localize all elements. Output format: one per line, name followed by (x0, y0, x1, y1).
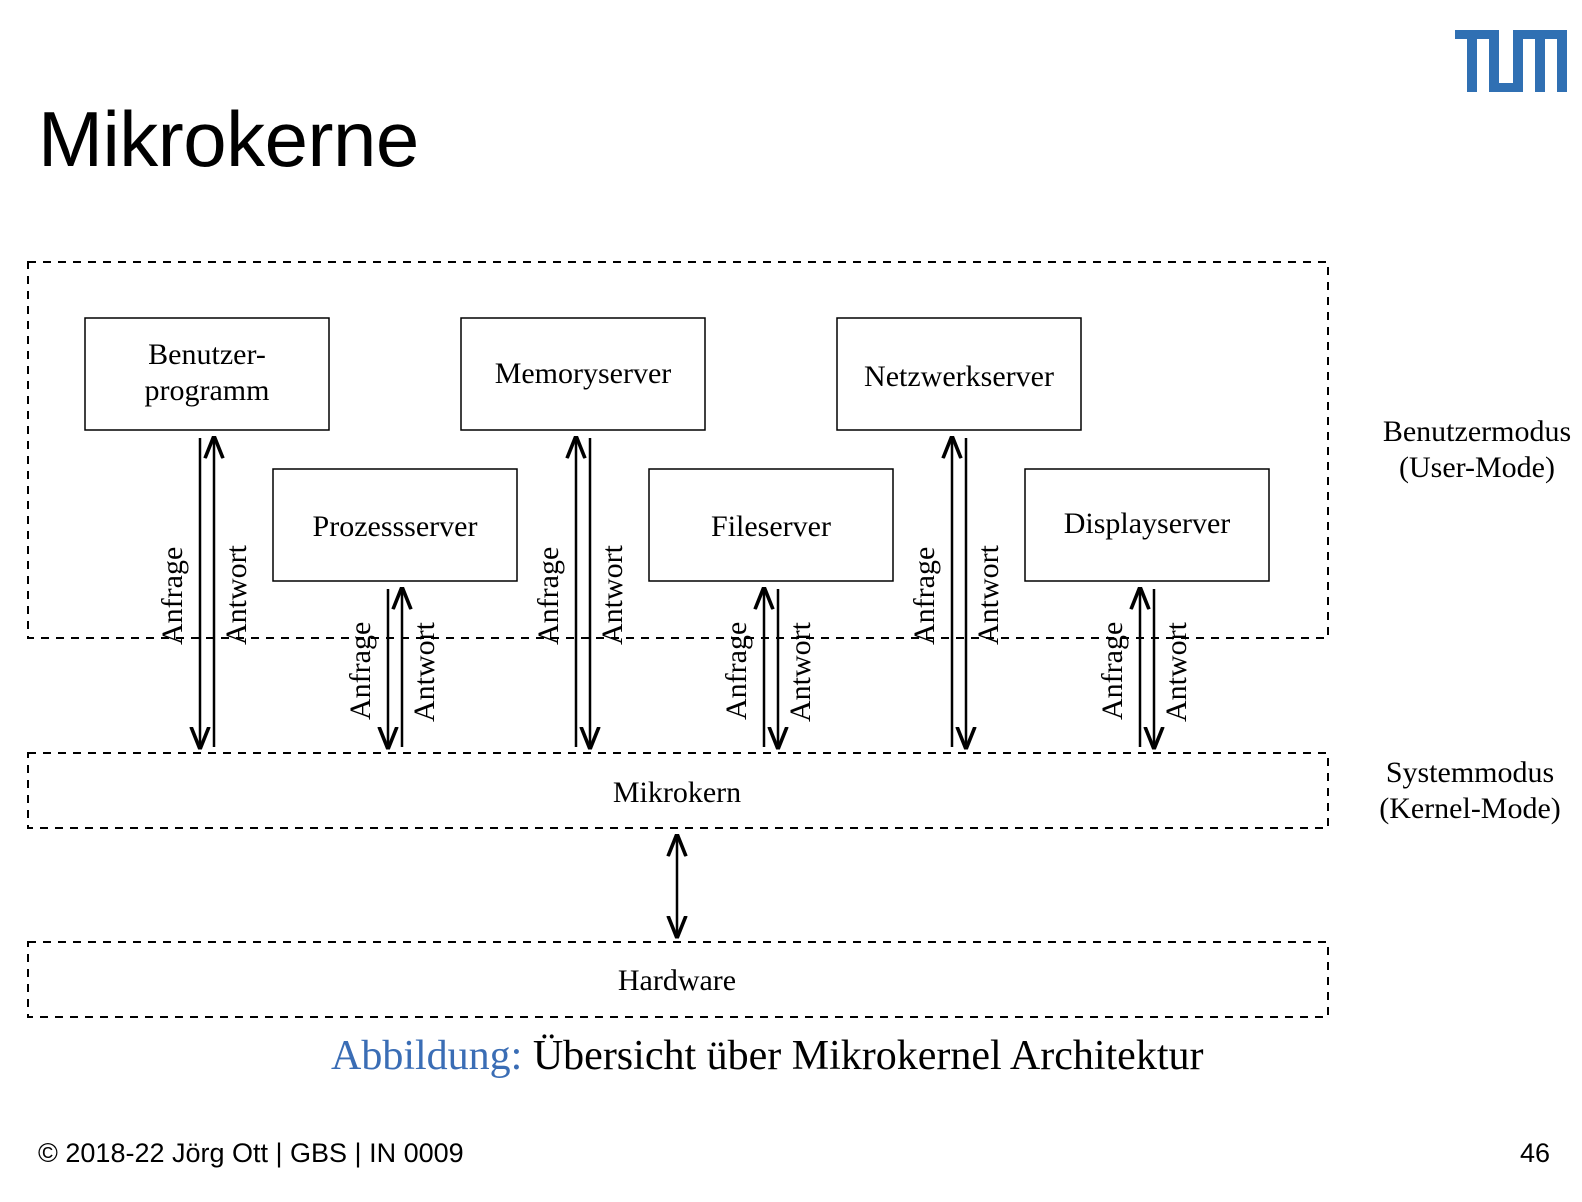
server-label: Benutzer- (148, 338, 266, 371)
request-label: Anfrage (720, 622, 753, 720)
response-label: Antwort (1160, 621, 1193, 722)
request-label: Anfrage (1096, 622, 1129, 720)
response-label: Antwort (596, 544, 629, 645)
user-mode-label-sub: (User-Mode) (1399, 451, 1555, 484)
request-label: Anfrage (908, 547, 941, 645)
caption-label: Abbildung: (331, 1033, 523, 1079)
figure-caption: Abbildung: Übersicht über Mikrokernel Ar… (0, 1032, 1582, 1080)
server-box-displayserver: Displayserver (1024, 468, 1270, 582)
kernel-region (27, 752, 1329, 829)
slide-title: Mikrokerne (38, 95, 419, 183)
server-box-benutzerprogramm: Benutzer- programm (84, 317, 330, 431)
server-box-netzwerkserver: Netzwerkserver (836, 317, 1082, 431)
server-box-fileserver: Fileserver (648, 468, 894, 582)
response-label: Antwort (220, 544, 253, 645)
kernel-mode-label-sub: (Kernel-Mode) (1379, 792, 1561, 825)
kernel-mode-label: Systemmodus (1386, 756, 1554, 789)
hardware-label: Hardware (618, 964, 736, 997)
server-label: Displayserver (1064, 507, 1231, 540)
footer-copyright: © 2018-22 Jörg Ott | GBS | IN 0009 (38, 1138, 464, 1168)
tum-logo (1455, 30, 1567, 92)
request-label: Anfrage (344, 622, 377, 720)
kernel-label: Mikrokern (613, 776, 741, 809)
request-label: Anfrage (532, 547, 565, 645)
user-mode-label: Benutzermodus (1383, 415, 1571, 448)
page-number: 46 (1519, 1138, 1550, 1168)
server-label: Memoryserver (495, 357, 672, 390)
caption-text: Übersicht über Mikrokernel Architektur (532, 1033, 1204, 1079)
response-label: Antwort (408, 621, 441, 722)
response-label: Antwort (972, 544, 1005, 645)
server-label: Prozessserver (313, 510, 478, 543)
user-mode-region (27, 261, 1329, 639)
hardware-region (27, 941, 1329, 1018)
response-label: Antwort (784, 621, 817, 722)
server-label: programm (145, 374, 270, 407)
server-label: Netzwerkserver (864, 360, 1054, 393)
server-label: Fileserver (711, 510, 831, 543)
server-box-memoryserver: Memoryserver (460, 317, 706, 431)
request-label: Anfrage (156, 547, 189, 645)
server-box-prozessserver: Prozessserver (272, 468, 518, 582)
